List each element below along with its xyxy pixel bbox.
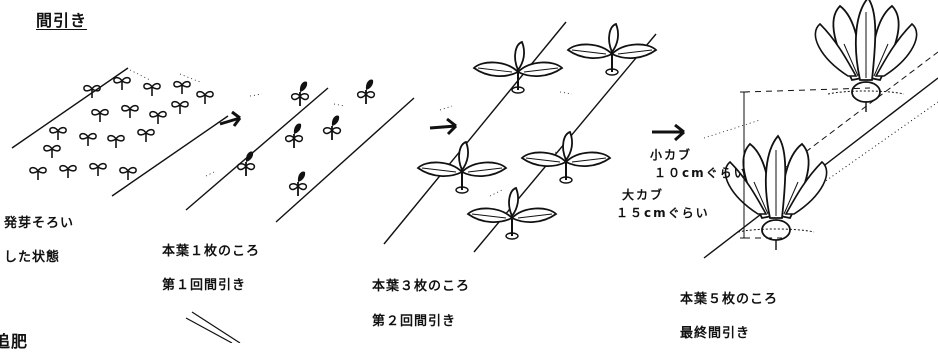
stage-4-line1: 本葉５枚のころ (680, 292, 779, 307)
thinning-illustration (11, 0, 938, 343)
arrow-3-icon (652, 123, 685, 142)
stage-1-line1: 発芽そろい (4, 216, 75, 231)
panel-fifth-leaf (703, 0, 938, 259)
arrow-1-icon (219, 110, 242, 127)
stage-3-line1: 本葉３枚のころ (372, 279, 471, 294)
corner-decoration (185, 311, 241, 343)
panel-third-leaf (383, 21, 657, 253)
small-turnip-label: 小カブ (650, 148, 693, 162)
stage-4-line2: 最終間引き (680, 326, 751, 341)
diagram-title: 間引き (36, 11, 88, 30)
panel-first-leaf (185, 78, 415, 223)
arrow-2-icon (429, 117, 458, 136)
stage-2-line2: 第１回間引き (162, 278, 247, 293)
topdressing-heading: 追肥 (0, 332, 29, 351)
large-turnip-spacing: １５cmぐらい (616, 206, 710, 220)
stage-1-line2: した状態 (4, 250, 61, 265)
small-turnip-spacing: １０cmぐらい (654, 166, 748, 180)
stage-2-line1: 本葉１枚のころ (162, 244, 261, 259)
large-turnip-label: 大カブ (622, 188, 665, 202)
panel-germination (11, 67, 229, 197)
stage-3-line2: 第２回間引き (372, 314, 457, 329)
